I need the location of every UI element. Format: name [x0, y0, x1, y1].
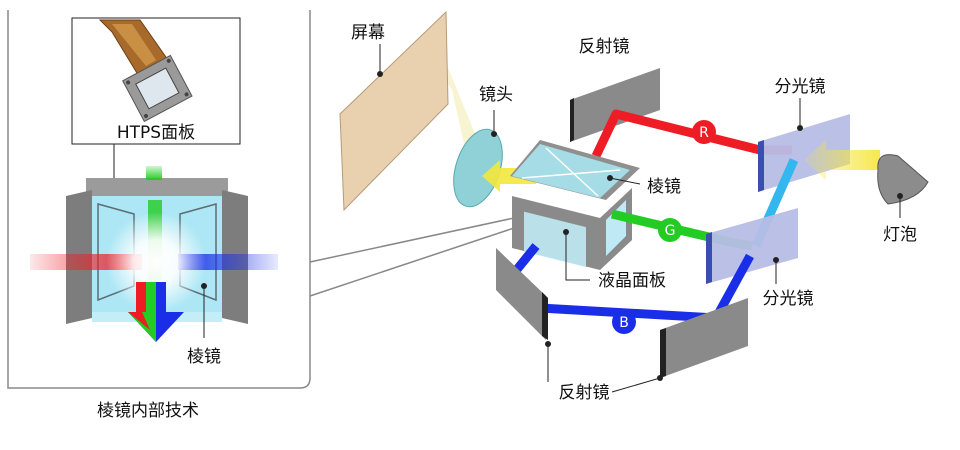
- prism-diag-1: [521, 169, 621, 179]
- mirror-bottom-left-edge: [542, 292, 548, 340]
- green-badge-text: G: [665, 223, 676, 239]
- green-badge: [658, 218, 682, 242]
- lamp-leader-dot: [897, 193, 903, 199]
- inset-prism-label: 棱镜: [187, 347, 221, 367]
- lamp-label: 灯泡: [883, 225, 917, 245]
- inset-output-arrowhead-left: [128, 312, 156, 342]
- screen: [339, 10, 449, 212]
- mirror-top-label: 反射镜: [579, 37, 630, 57]
- dichroic-top: [758, 114, 850, 192]
- mirror-top-edge: [570, 98, 574, 142]
- dichroic-top-label: 分光镜: [775, 77, 826, 97]
- dichroic-top-leader-dot: [797, 125, 803, 131]
- mirror-bottom-leader-b-dot: [657, 375, 663, 381]
- inset-frame: [7, 10, 311, 389]
- mirror-bottom-right-edge: [660, 328, 666, 378]
- dichroic-top-edge: [758, 140, 764, 192]
- inset-top-plate: [86, 178, 228, 196]
- lcd-panel-label: 液晶面板: [598, 271, 666, 291]
- lamp: [877, 154, 929, 205]
- inset-caption: 棱镜内部技术: [97, 401, 199, 421]
- dichroic-bottom: [706, 208, 798, 284]
- inset-output-arrowhead-leftmost: [128, 312, 150, 330]
- blue-badge-text: B: [619, 315, 629, 331]
- htps-panel-label: HTPS面板: [117, 123, 195, 143]
- htps-chip: [122, 54, 193, 123]
- red-badge-text: R: [699, 125, 709, 141]
- zoom-line-top: [309, 217, 515, 263]
- screen-label: 屏幕: [351, 23, 385, 43]
- lamp-beam-arrow: [804, 140, 880, 180]
- inset-glow: [106, 212, 206, 312]
- mirror-bottom-right: [660, 298, 748, 378]
- lens-leader-dot: [491, 131, 497, 137]
- mirror-bottom-leader-b: [611, 377, 661, 393]
- dichroic-bottom-label: 分光镜: [763, 289, 814, 309]
- dichroic-bottom-edge: [706, 232, 712, 284]
- prism-leader: [609, 177, 641, 185]
- blue-badge: [612, 310, 636, 334]
- prism-front-window: [524, 211, 586, 268]
- flex-cable-stripe: [112, 24, 156, 66]
- red-badge: [692, 120, 716, 144]
- mirror-bottom-label: 反射镜: [559, 383, 610, 403]
- lens-label: 镜头: [479, 85, 513, 105]
- mirror-bottom-leader-a-dot: [545, 341, 551, 347]
- inset-green-stub: [146, 166, 162, 180]
- screen-leader-dot: [377, 71, 383, 77]
- zoom-line-bottom: [309, 227, 515, 297]
- inset-panel: HTPS面板 棱镜 棱镜内部技术: [7, 10, 311, 421]
- prism-diag-2: [545, 147, 599, 197]
- mirror-bottom-left: [496, 248, 546, 340]
- main-diagram: 屏幕 镜头 反射镜 R 分光镜 灯泡: [339, 10, 929, 403]
- mirror-top: [570, 68, 660, 142]
- lcd-leader: [565, 232, 590, 281]
- inset-output-arrow-red: [136, 282, 146, 318]
- dichroic-bottom-leader-dot: [773, 257, 779, 263]
- prism-label: 棱镜: [647, 177, 681, 197]
